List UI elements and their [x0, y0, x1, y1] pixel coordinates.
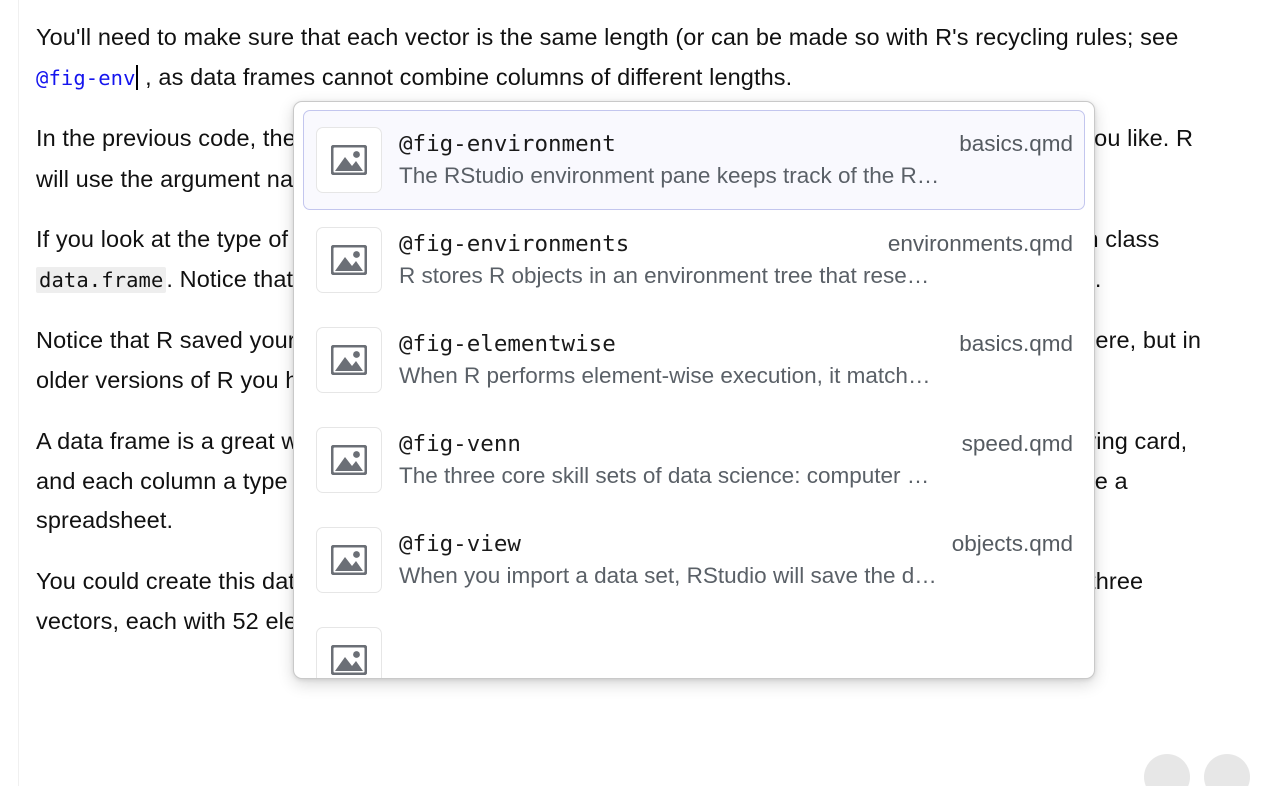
xref-item-header: @fig-environment basics.qmd — [399, 131, 1073, 157]
xref-item-id: @fig-venn — [399, 431, 521, 457]
xref-item-description: R stores R objects in an environment tre… — [399, 263, 930, 288]
xref-item-body — [399, 657, 1073, 663]
xref-item-description: The RStudio environment pane keeps track… — [399, 163, 940, 188]
image-placeholder-icon — [316, 227, 382, 293]
xref-item-id: @fig-elementwise — [399, 331, 616, 357]
image-placeholder-icon — [316, 127, 382, 193]
xref-item-filename: basics.qmd — [959, 131, 1073, 156]
xref-item-filename: basics.qmd — [959, 331, 1073, 356]
xref-item-filename: speed.qmd — [961, 431, 1073, 456]
xref-item-body: @fig-environments environments.qmd R store… — [399, 231, 1073, 289]
xref-item-id: @fig-view — [399, 531, 521, 557]
xref-item-header: @fig-venn speed.qmd — [399, 431, 1073, 457]
image-placeholder-icon — [316, 627, 382, 678]
inline-code-span[interactable]: data.frame — [36, 266, 167, 293]
xref-item-header: @fig-environments environments.qmd — [399, 231, 1073, 257]
cross-reference-token[interactable]: @fig-env — [36, 65, 136, 90]
xref-item-header: @fig-view objects.qmd — [399, 531, 1073, 557]
text-caret — [135, 64, 138, 90]
text-run: , as data frames cannot combine columns … — [138, 63, 793, 90]
xref-item-id: @fig-environment — [399, 131, 616, 157]
secondary-fab[interactable] — [1204, 754, 1250, 786]
xref-autocomplete-item[interactable] — [303, 610, 1085, 678]
paragraph-1[interactable]: You'll need to make sure that each vecto… — [36, 18, 1232, 98]
xref-item-filename: objects.qmd — [951, 531, 1073, 556]
xref-item-description: When you import a data set, RStudio will… — [399, 563, 937, 588]
xref-item-header: @fig-elementwise basics.qmd — [399, 331, 1073, 357]
text-run: You'll need to make sure that each vecto… — [36, 24, 1179, 50]
xref-item-description: When R performs element-wise execution, … — [399, 363, 931, 388]
xref-autocomplete-item[interactable]: @fig-environments environments.qmd R store… — [303, 210, 1085, 310]
xref-item-id: @fig-environments — [399, 231, 630, 257]
editor-gutter-rule — [18, 0, 19, 786]
help-fab[interactable] — [1144, 754, 1190, 786]
image-placeholder-icon — [316, 327, 382, 393]
xref-item-filename: environments.qmd — [887, 231, 1073, 256]
image-placeholder-icon — [316, 427, 382, 493]
image-placeholder-icon — [316, 527, 382, 593]
xref-item-description: The three core skill sets of data scienc… — [399, 463, 930, 488]
